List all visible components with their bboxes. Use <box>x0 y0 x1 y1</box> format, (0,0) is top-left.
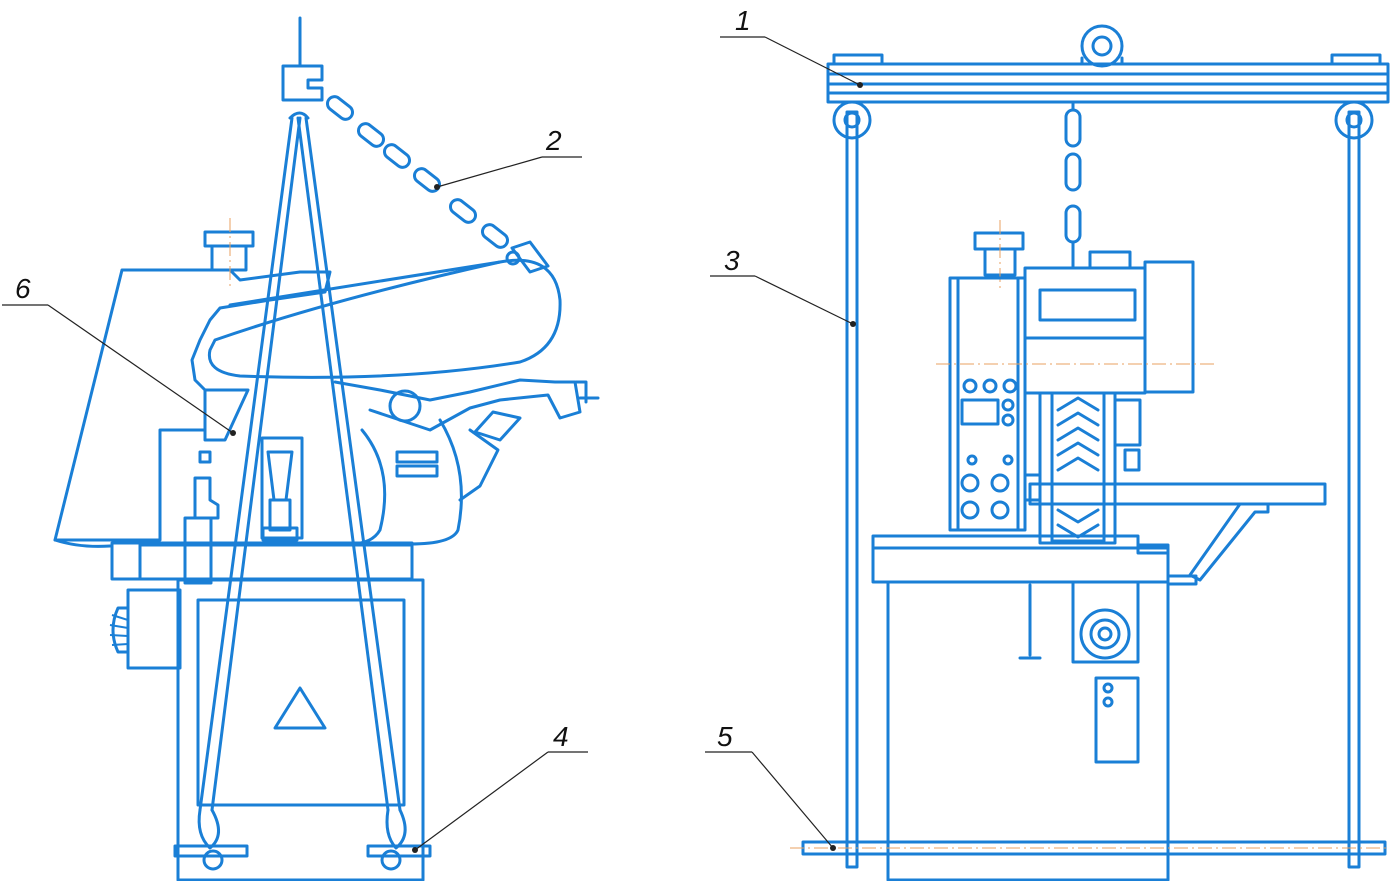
base-cabinet <box>109 578 425 882</box>
callout-3: 3 <box>724 245 740 276</box>
chain <box>325 95 550 274</box>
left-view <box>2 16 600 882</box>
right-leaders <box>705 36 863 851</box>
callout-5: 5 <box>717 721 733 752</box>
callout-labels: 1 2 3 4 5 6 <box>15 5 751 752</box>
callout-4: 4 <box>553 721 569 752</box>
hanging-chain <box>1064 100 1082 270</box>
callout-2: 2 <box>545 125 562 156</box>
right-view <box>705 24 1390 882</box>
left-leaders <box>2 156 588 853</box>
callout-1: 1 <box>735 5 751 36</box>
lifting-traverse <box>826 24 1390 140</box>
machine-base <box>871 534 1198 882</box>
sling-eyes <box>173 808 432 871</box>
callout-6: 6 <box>15 273 31 304</box>
clamp-assembly <box>183 388 304 585</box>
bottom-support-bar <box>790 840 1390 856</box>
crane-hook <box>281 16 324 102</box>
sling-ropes <box>198 111 402 812</box>
vertical-slings <box>845 110 1361 869</box>
machine-upper-unit <box>936 220 1327 582</box>
machine-housing <box>53 218 332 548</box>
